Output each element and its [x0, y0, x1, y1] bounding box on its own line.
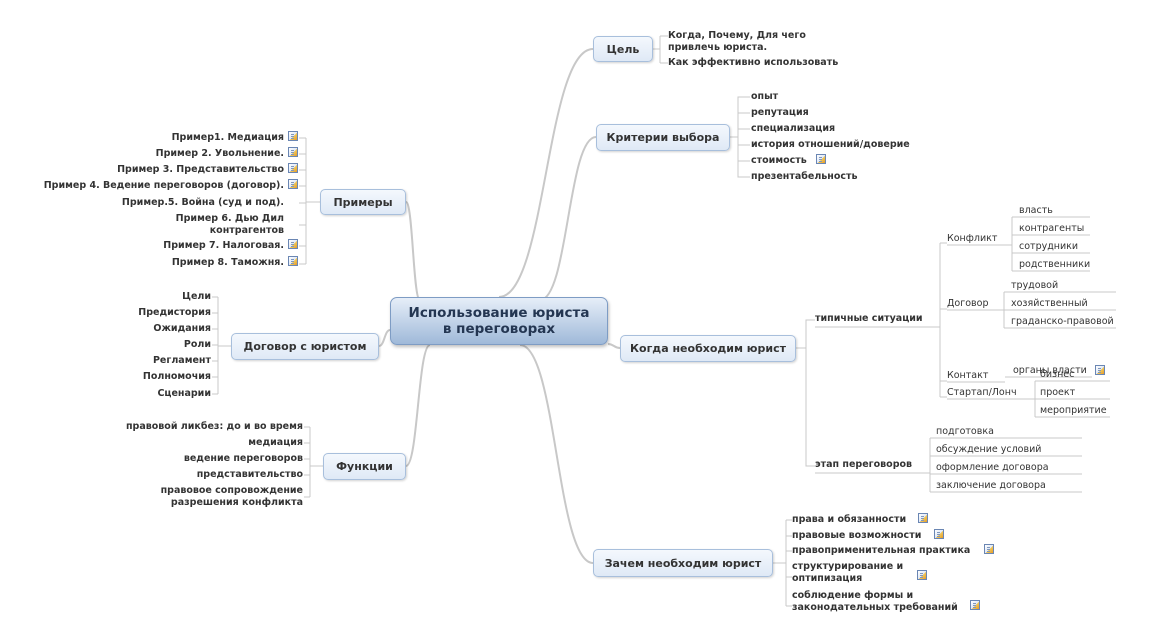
- category-startup[interactable]: Стартап/Лонч: [947, 387, 1017, 398]
- typical-situations[interactable]: типичные ситуации: [815, 313, 923, 324]
- goal-item[interactable]: Как эффективно использовать: [668, 57, 839, 68]
- note-icon[interactable]: [816, 154, 826, 164]
- function-item[interactable]: представительство: [196, 469, 303, 480]
- why-item[interactable]: правоприменительная практика: [792, 545, 971, 556]
- function-item[interactable]: правовой ликбез: до и во время: [125, 421, 303, 432]
- bracket-startup: [1030, 381, 1036, 417]
- contract-item[interactable]: Сценарии: [157, 388, 211, 399]
- note-icon[interactable]: [970, 600, 980, 610]
- criteria-item[interactable]: опыт: [751, 91, 779, 102]
- category-contact[interactable]: Контакт: [947, 370, 989, 381]
- criteria-item[interactable]: история отношений/доверие: [751, 139, 910, 150]
- note-icon[interactable]: [917, 570, 927, 580]
- bracket-examples: [305, 138, 320, 264]
- bracket-functions: [309, 427, 323, 497]
- note-icon[interactable]: [288, 131, 298, 141]
- startup-item[interactable]: бизнес: [1040, 369, 1075, 380]
- topic-functions[interactable]: Функции: [323, 453, 406, 480]
- startup-item[interactable]: проект: [1040, 387, 1076, 398]
- contract-item[interactable]: Регламент: [152, 355, 211, 366]
- connector-criteria: [539, 136, 597, 301]
- contact-item[interactable]: органы власти: [1013, 365, 1087, 376]
- example-item[interactable]: Пример 7. Налоговая.: [163, 240, 284, 251]
- negotiation-stage[interactable]: этап переговоров: [815, 459, 913, 470]
- note-icon[interactable]: [288, 179, 298, 189]
- note-icon[interactable]: [288, 147, 298, 157]
- conflict-item[interactable]: власть: [1019, 205, 1053, 216]
- function-item[interactable]: медиация: [248, 437, 303, 448]
- criteria-item[interactable]: презентабельность: [751, 171, 858, 182]
- stage-item[interactable]: оформление договора: [936, 462, 1049, 473]
- criteria-item[interactable]: стоимость: [751, 155, 807, 166]
- connector-examples: [405, 201, 421, 301]
- conflict-item[interactable]: родственники: [1019, 259, 1091, 270]
- note-icon[interactable]: [288, 163, 298, 173]
- function-item[interactable]: правовое сопровождение разрешения конфли…: [160, 485, 303, 508]
- why-item[interactable]: правовые возможности: [792, 530, 922, 541]
- bracket-conflict: [1005, 217, 1013, 271]
- bracket-goal: [653, 35, 668, 64]
- why-item[interactable]: права и обязанности: [792, 514, 907, 525]
- function-item[interactable]: ведение переговоров: [183, 453, 303, 464]
- note-icon[interactable]: [288, 239, 298, 249]
- note-icon[interactable]: [918, 513, 928, 523]
- connector-why: [519, 344, 594, 564]
- startup-item[interactable]: мероприятие: [1040, 405, 1107, 416]
- topic-contract[interactable]: Договор с юристом: [231, 333, 379, 360]
- example-item[interactable]: Пример 4. Ведение переговоров (договор).: [43, 180, 284, 191]
- contract-item[interactable]: Цели: [182, 291, 211, 302]
- conflict-item[interactable]: контрагенты: [1019, 223, 1085, 234]
- agreement-item[interactable]: трудовой: [1011, 280, 1059, 291]
- contract-item[interactable]: Предистория: [138, 307, 211, 318]
- criteria-item[interactable]: репутация: [751, 107, 809, 118]
- note-icon[interactable]: [934, 529, 944, 539]
- bracket-agreement: [998, 292, 1005, 328]
- example-item[interactable]: Пример1. Медиация: [171, 132, 284, 143]
- conflict-item[interactable]: сотрудники: [1019, 241, 1079, 252]
- bracket-when: [796, 319, 815, 467]
- note-icon[interactable]: [984, 544, 994, 554]
- contract-item[interactable]: Ожидания: [153, 323, 211, 334]
- topic-why-needed[interactable]: Зачем необходим юрист: [593, 549, 773, 577]
- connector-contract: [378, 329, 391, 347]
- bracket-criteria: [730, 96, 744, 178]
- example-item[interactable]: Пример 6. Дью Дил контрагентов: [175, 213, 284, 236]
- connector-goal: [498, 48, 594, 298]
- central-topic[interactable]: Использование юриста в переговорах: [390, 297, 608, 345]
- bracket-typical: [928, 243, 941, 397]
- topic-examples[interactable]: Примеры: [320, 189, 406, 215]
- contract-item[interactable]: Роли: [183, 339, 211, 350]
- stage-item[interactable]: обсуждение условий: [936, 444, 1042, 455]
- why-item[interactable]: соблюдение формы и законодательных требо…: [792, 590, 958, 613]
- category-agreement[interactable]: Договор: [947, 298, 989, 309]
- contract-item[interactable]: Полномочия: [142, 371, 211, 382]
- example-item[interactable]: Пример 2. Увольнение.: [155, 148, 284, 159]
- stage-item[interactable]: заключение договора: [936, 480, 1046, 491]
- example-item[interactable]: Пример 8. Таможня.: [171, 257, 284, 268]
- stage-item[interactable]: подготовка: [936, 426, 994, 437]
- category-conflict[interactable]: Конфликт: [947, 233, 998, 244]
- note-icon[interactable]: [288, 256, 298, 266]
- why-item[interactable]: структурирование и оптипизация: [792, 561, 904, 584]
- topic-goal[interactable]: Цель: [593, 36, 653, 62]
- agreement-item[interactable]: хозяйственный: [1011, 298, 1088, 309]
- note-icon[interactable]: [1095, 365, 1105, 375]
- bracket-stage: [922, 438, 931, 492]
- agreement-item[interactable]: граданско-правовой: [1011, 316, 1114, 327]
- example-item[interactable]: Пример 3. Представительство: [117, 164, 284, 175]
- connector-when: [607, 343, 621, 349]
- connector-functions: [405, 344, 431, 467]
- criteria-item[interactable]: специализация: [751, 123, 836, 134]
- topic-criteria[interactable]: Критерии выбора: [596, 124, 730, 151]
- example-item[interactable]: Пример.5. Война (суд и под).: [121, 197, 284, 208]
- topic-when-needed[interactable]: Когда необходим юрист: [620, 335, 796, 362]
- goal-item[interactable]: Когда, Почему, Для чего привлечь юриста.: [668, 30, 806, 53]
